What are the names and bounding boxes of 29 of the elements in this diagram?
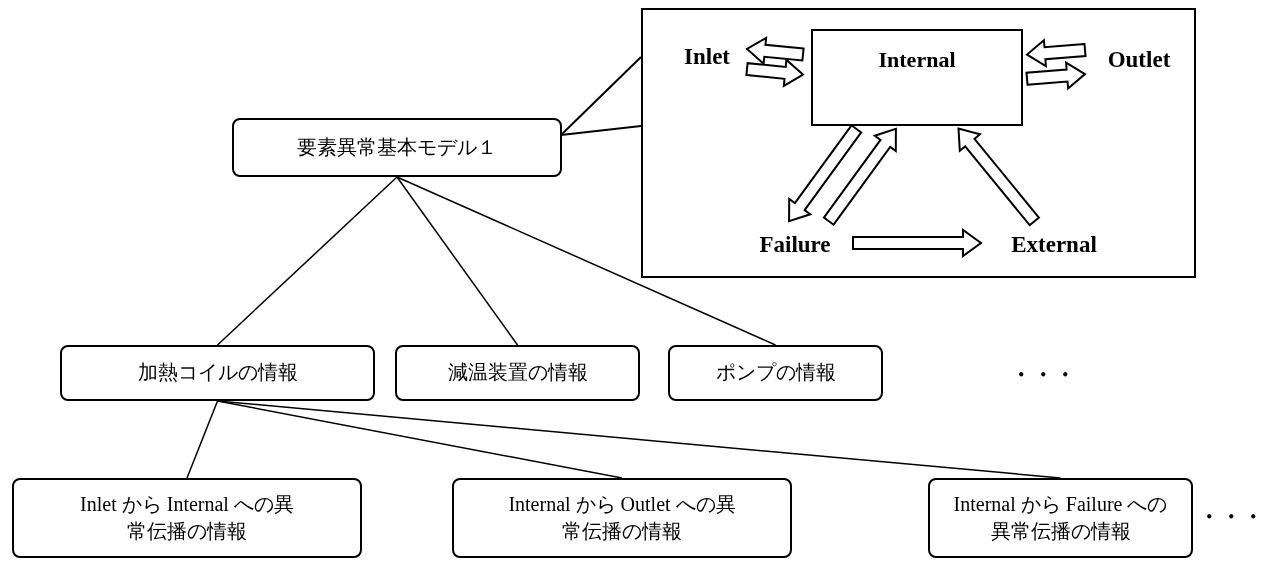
hollow-arrow [1025, 38, 1087, 69]
rounded-box: 加熱コイルの情報 [60, 345, 375, 401]
hollow-arrow [745, 57, 805, 88]
internal-box: Internal [811, 29, 1023, 126]
connector-line [216, 176, 398, 346]
ellipsis-dots: ・・・ [1010, 361, 1076, 389]
hollow-arrow [788, 123, 863, 223]
ellipsis-dots: ・・・ [1198, 503, 1264, 531]
callout-tail [560, 56, 642, 136]
node-label: External [989, 228, 1119, 262]
hollow-arrow [745, 36, 805, 66]
hollow-arrow [957, 127, 1041, 227]
hollow-arrow [1025, 60, 1087, 91]
hollow-arrow [822, 127, 897, 227]
connector-line [216, 400, 1062, 479]
node-label: Outlet [1093, 43, 1185, 77]
rounded-box: Internal から Outlet への異常伝播の情報 [452, 478, 792, 558]
connector-line [396, 176, 519, 346]
connector-line [186, 400, 219, 479]
rounded-box: 要素異常基本モデル１ [232, 118, 562, 177]
hollow-arrow [852, 228, 983, 258]
rounded-box: 減温装置の情報 [395, 345, 640, 401]
rounded-box: Inlet から Internal への異常伝播の情報 [12, 478, 362, 558]
node-label: Inlet [671, 40, 743, 74]
node-label: Failure [741, 228, 849, 262]
connector-line [396, 176, 777, 346]
callout-panel [641, 8, 1196, 278]
rounded-box: ポンプの情報 [668, 345, 883, 401]
rounded-box: Internal から Failure への異常伝播の情報 [928, 478, 1193, 558]
